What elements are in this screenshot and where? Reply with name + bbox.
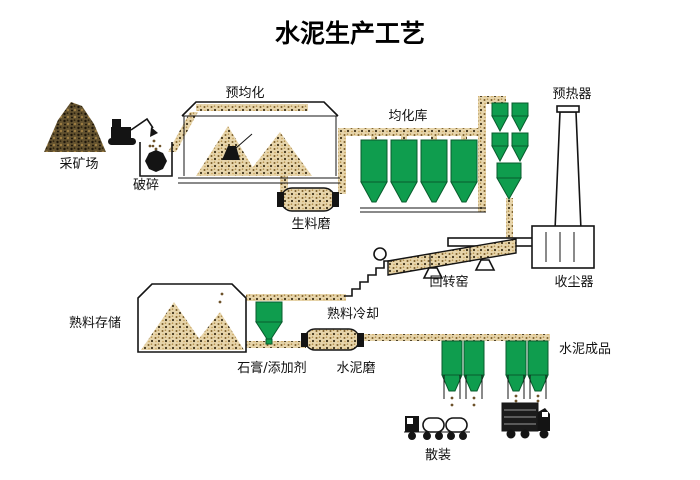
silo-chute xyxy=(401,136,407,141)
material-flows xyxy=(168,96,550,348)
chute-to-raw-mill xyxy=(280,176,288,192)
label-preheater: 预热器 xyxy=(552,87,591,102)
silo-chute xyxy=(371,136,377,141)
clinker-storage-shed xyxy=(137,283,247,353)
label-quarry: 采矿场 xyxy=(59,157,98,172)
excavator-icon xyxy=(108,117,158,151)
silo-chute xyxy=(431,136,437,141)
kiln-support xyxy=(474,259,496,271)
raw-material-pile xyxy=(246,132,312,176)
conveyor-shed-roof xyxy=(196,104,308,111)
silo-chute xyxy=(461,136,467,141)
label-clinker-storage: 熟料存储 xyxy=(69,315,121,331)
label-dust-collector: 收尘器 xyxy=(554,275,593,290)
label-cement-mill: 水泥磨 xyxy=(336,361,375,376)
preheater-cyclones xyxy=(491,102,529,201)
conveyor-to-silos xyxy=(338,128,478,136)
label-homogenization-silo: 均化库 xyxy=(388,108,427,124)
gypsum-additive-hopper xyxy=(255,301,283,345)
label-gypsum-additive: 石膏/添加剂 xyxy=(237,360,306,376)
quarry-pile xyxy=(44,102,106,152)
feed-to-cyclones xyxy=(478,96,506,104)
conveyor-storage-to-cementmill xyxy=(246,341,306,348)
raw-mill xyxy=(277,187,339,212)
stacker-machine-icon xyxy=(222,146,240,160)
page-title: 水泥生产工艺 xyxy=(275,19,425,48)
conveyor-mill-to-product-silos xyxy=(358,334,550,341)
prehomogenization-shed xyxy=(178,101,340,184)
cement-product-silos xyxy=(441,340,549,407)
label-crushing: 破碎 xyxy=(133,178,159,193)
elevator-raw-mill xyxy=(338,128,346,194)
chimney xyxy=(554,105,582,231)
clinker-pile xyxy=(141,302,207,350)
kiln-support xyxy=(422,267,444,279)
label-bulk-loading: 散装 xyxy=(425,448,451,463)
clinker-pile xyxy=(190,312,244,350)
elevator-to-preheater xyxy=(478,96,486,212)
label-raw-mill: 生料磨 xyxy=(291,217,330,232)
conveyor-crusher-to-shed xyxy=(168,112,198,152)
bulk-tanker-truck-icon xyxy=(404,416,470,440)
label-rotary-kiln: 回转窑 xyxy=(429,274,468,290)
dust-collector xyxy=(531,225,595,269)
cooler-fan-icon xyxy=(373,247,387,261)
box-truck-icon xyxy=(501,402,550,439)
label-clinker-cooling: 熟料冷却 xyxy=(327,306,379,322)
drop-preheater-to-kiln xyxy=(506,198,513,246)
cement-mill xyxy=(301,328,364,351)
crusher xyxy=(139,142,173,177)
rotary-kiln xyxy=(387,238,517,279)
conveyor-cooler-to-storage xyxy=(246,294,346,301)
label-prehomogenization: 预均化 xyxy=(225,86,264,101)
homogenization-silos xyxy=(360,139,486,213)
label-cement-product: 水泥成品 xyxy=(559,342,611,357)
clinker-cooler xyxy=(344,247,392,297)
